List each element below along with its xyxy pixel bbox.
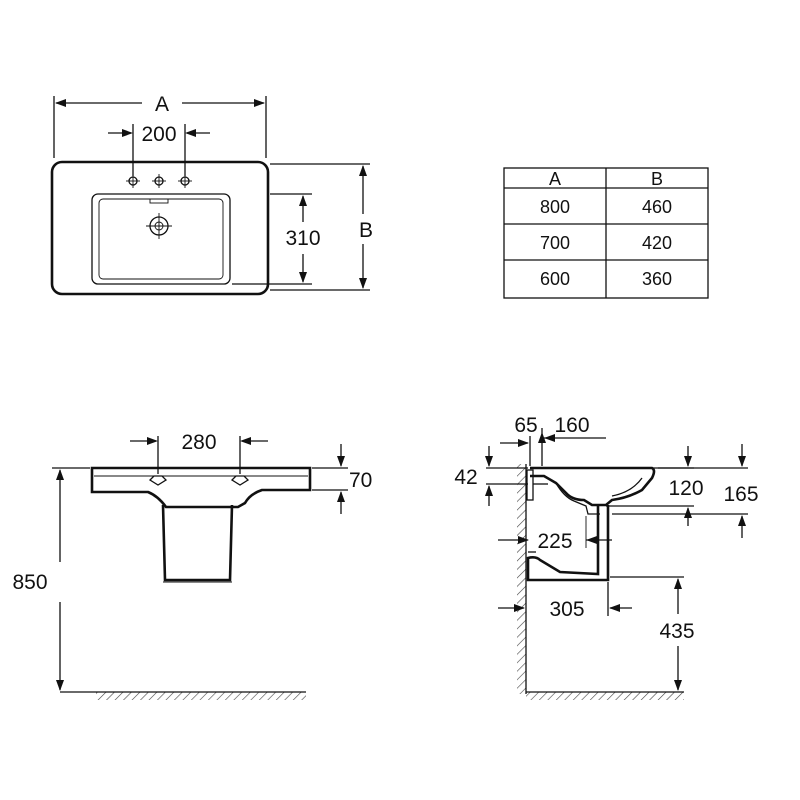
- dim-bowl-inner-depth: 120: [668, 477, 703, 500]
- top-view: A 200 310 B: [50, 93, 373, 296]
- bowl-outline: [91, 193, 231, 285]
- tap-hole-icon: [126, 174, 140, 188]
- table-cell: 420: [642, 233, 672, 253]
- fixing-hole-icon: [230, 475, 250, 486]
- dim-b-label: B: [359, 219, 373, 242]
- dim-rim-thickness: 70: [349, 469, 372, 492]
- side-view: 65 160 42 120 165 225: [454, 414, 759, 700]
- dim-fixing-spacing: 280: [181, 431, 216, 454]
- dim-bowl-depth: 310: [285, 227, 320, 250]
- overflow-slot: [149, 198, 169, 204]
- dim-a-label: A: [155, 93, 169, 116]
- dim-pedestal-height: 435: [659, 620, 694, 643]
- dim-pedestal-projection: 305: [549, 598, 584, 621]
- dim-bowl-outer-depth: 165: [723, 483, 758, 506]
- floor-hatch: [526, 692, 684, 700]
- dim-tap-offset: 160: [554, 414, 589, 437]
- size-table: A B 800 460 700 420 600 360: [503, 167, 709, 299]
- table-cell: 360: [642, 269, 672, 289]
- wall-fixing: [526, 469, 534, 501]
- tap-hole-icon: [152, 174, 166, 188]
- pedestal-side: [526, 505, 610, 582]
- front-view: 280 70 850: [12, 431, 372, 700]
- dim-wall-offset: 65: [514, 414, 537, 437]
- table-cell: 700: [540, 233, 570, 253]
- drain-icon: [146, 213, 172, 239]
- basin-front-outline: [90, 466, 312, 509]
- table-header-b: B: [651, 169, 663, 189]
- bowl-inner-outline: [98, 198, 224, 280]
- basin-side-profile: [530, 466, 656, 507]
- dim-rim-height: 850: [12, 571, 47, 594]
- tap-hole-icon: [178, 174, 192, 188]
- dim-tap-spacing: 200: [141, 123, 176, 146]
- dim-fixing-height: 42: [454, 466, 477, 489]
- dim-fixing-to-wall: 225: [537, 530, 572, 553]
- fixing-hole-icon: [148, 475, 168, 486]
- wall-hatch: [517, 464, 526, 694]
- floor-hatch: [96, 692, 306, 700]
- table-cell: 460: [642, 197, 672, 217]
- table-cell: 600: [540, 269, 570, 289]
- basin-outline: [50, 160, 270, 296]
- table-header-a: A: [549, 169, 561, 189]
- table-cell: 800: [540, 197, 570, 217]
- pedestal-front: [161, 504, 234, 582]
